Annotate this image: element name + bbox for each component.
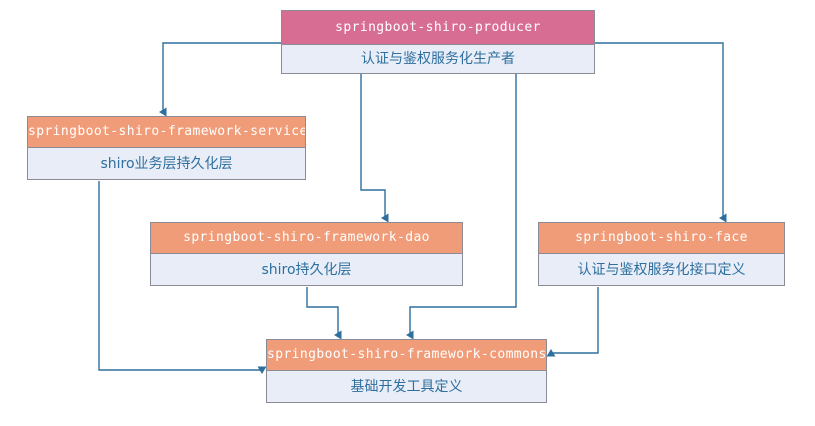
edge-dao-to-commons [306,287,342,340]
edge-service-to-commons [98,181,267,374]
node-description-dao: shiro持久化层 [151,253,462,285]
node-springboot-shiro-face[interactable]: springboot-shiro-face 认证与鉴权服务化接口定义 [538,222,785,286]
node-title-producer: springboot-shiro-producer [282,11,594,44]
node-description-service: shiro业务层持久化层 [28,147,305,179]
edge-producer-to-face [595,42,727,223]
node-title-face: springboot-shiro-face [539,223,784,253]
node-springboot-shiro-framework-commons[interactable]: springboot-shiro-framework-commons 基础开发工… [266,339,547,403]
edge-producer-to-service [159,42,281,117]
node-description-producer: 认证与鉴权服务化生产者 [282,44,594,73]
edge-producer-to-commons [406,74,517,340]
node-title-commons: springboot-shiro-framework-commons [267,340,546,370]
node-springboot-shiro-framework-service[interactable]: springboot-shiro-framework-service shiro… [27,116,306,180]
node-description-face: 认证与鉴权服务化接口定义 [539,253,784,285]
node-springboot-shiro-framework-dao[interactable]: springboot-shiro-framework-dao shiro持久化层 [150,222,463,286]
edge-producer-to-dao [360,74,389,223]
node-description-commons: 基础开发工具定义 [267,370,546,402]
node-title-service: springboot-shiro-framework-service [28,117,305,147]
node-title-dao: springboot-shiro-framework-dao [151,223,462,253]
node-springboot-shiro-producer[interactable]: springboot-shiro-producer 认证与鉴权服务化生产者 [281,10,595,74]
edge-face-to-commons [546,287,599,357]
